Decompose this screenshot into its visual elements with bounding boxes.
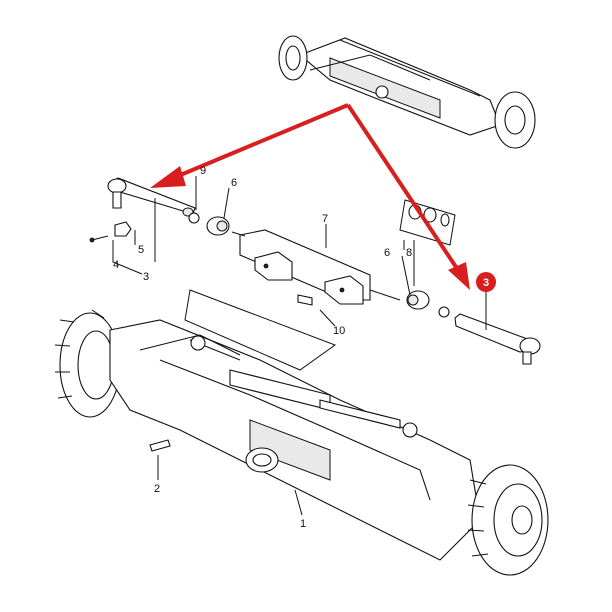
callout-9: 9 [200, 165, 206, 177]
guide-lines [112, 176, 487, 516]
axle-housing [54, 309, 549, 576]
callout-7: 7 [322, 213, 328, 225]
nut-right [438, 306, 450, 318]
axle-overview-thumbnail [278, 35, 536, 149]
highlight-badge: 3 [476, 272, 496, 292]
callout-4: 4 [113, 259, 119, 271]
callout-2: 2 [154, 483, 160, 495]
callout-5: 5 [138, 244, 144, 256]
washer-9 [188, 212, 200, 224]
callout-8: 8 [406, 247, 412, 259]
nut-left [114, 221, 132, 237]
callout-1: 1 [300, 518, 306, 530]
callout-10: 10 [333, 325, 345, 337]
highlight-arrows [150, 103, 470, 290]
split-pin-left [89, 235, 109, 243]
callout-6-right: 6 [384, 247, 390, 259]
wheel-studs-right [467, 479, 489, 557]
bush-6-left [206, 216, 230, 236]
callout-labels: 1 2 3 4 5 6 6 7 8 9 10 [113, 165, 412, 530]
tie-rod-end-right [454, 313, 541, 365]
steering-cylinder [231, 229, 401, 305]
pin-10 [297, 294, 313, 306]
tie-rod-end-left [107, 177, 196, 217]
callout-3: 3 [143, 271, 149, 283]
bush-6-right [406, 290, 430, 310]
highlight-badge-label: 3 [483, 277, 489, 289]
wheel-studs-left [54, 309, 105, 399]
callout-6-left: 6 [231, 177, 237, 189]
